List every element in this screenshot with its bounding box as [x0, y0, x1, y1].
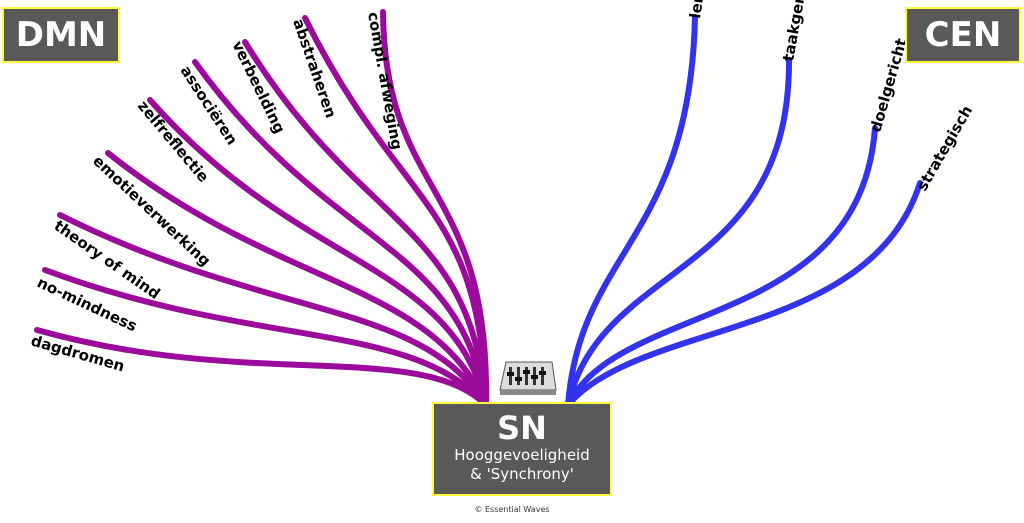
dmn-branch-line	[192, 59, 489, 408]
sn-subtitle-line-2: & 'Synchrony'	[470, 465, 574, 483]
cen-branch-line	[565, 180, 923, 408]
cen-branch-lines	[565, 14, 923, 408]
dmn-branch-line	[380, 9, 490, 408]
cen-branch-line	[565, 14, 698, 408]
dmn-branch-line	[302, 15, 489, 408]
dmn-branch-line	[105, 150, 489, 408]
dmn-branch-line	[42, 267, 489, 408]
cen-branch-line	[565, 57, 793, 408]
cen-branch-label: strategisch	[913, 102, 976, 194]
dmn-box: DMN	[2, 7, 120, 63]
cen-label: CEN	[924, 15, 1002, 55]
dmn-branch-lines	[34, 9, 490, 408]
cen-branch-label: taakgericht	[779, 0, 814, 63]
dmn-branch-line	[147, 97, 489, 408]
cen-branch-line	[565, 125, 878, 408]
dmn-branch-line	[57, 212, 489, 408]
dmn-branch-line	[242, 39, 489, 408]
dmn-branch-line	[34, 327, 489, 408]
cen-branch-label: lerend	[686, 0, 711, 20]
sn-title: SN	[497, 409, 547, 447]
dmn-label: DMN	[15, 15, 107, 55]
dmn-branch-label: zelfreflectie	[134, 97, 213, 186]
copyright-notice: © Essential Waves	[474, 505, 550, 514]
sn-box: SN Hooggevoeligheid & 'Synchrony'	[432, 402, 612, 496]
sn-subtitle-line-1: Hooggevoeligheid	[454, 446, 590, 464]
dmn-branch-label: verbeelding	[228, 38, 288, 137]
cen-box: CEN	[905, 7, 1021, 63]
cen-branch-label: doelgericht	[867, 36, 911, 134]
mixing-console-icon	[499, 361, 557, 395]
